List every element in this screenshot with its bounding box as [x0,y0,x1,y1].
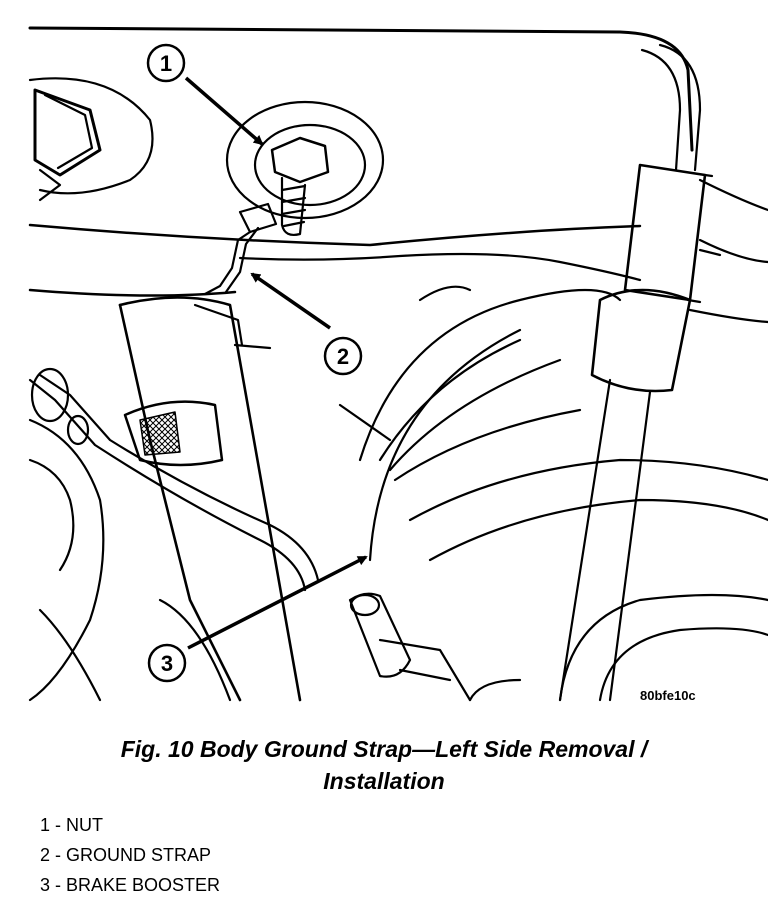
figure-code: 80bfe10c [640,688,696,703]
legend-item: 2 - GROUND STRAP [40,845,212,865]
callout-2: 2 [323,336,363,376]
legend-list: 1 - NUT 2 - GROUND STRAP 3 - BRAKE BOOST… [40,810,220,900]
line-art [28,26,768,702]
callout-1: 1 [146,43,186,83]
callout-number: 3 [161,651,173,676]
leader-arrows [184,76,368,650]
legend-item: 1 - NUT [40,815,103,835]
callout-number: 1 [160,51,172,76]
callout-number: 2 [337,344,349,369]
caption-line-1: Fig. 10 Body Ground Strap—Left Side Remo… [120,736,648,762]
callout-3: 3 [147,643,187,683]
figure-illustration: 1 2 3 80bfe10c [28,26,768,703]
leader-arrow-2 [250,272,331,330]
caption-line-2: Installation [323,768,445,794]
figure-caption: Fig. 10 Body Ground Strap—Left Side Remo… [0,733,768,797]
legend-item: 3 - BRAKE BOOSTER [40,875,221,895]
leader-arrow-1 [184,76,264,146]
leader-arrow-3 [187,555,368,650]
